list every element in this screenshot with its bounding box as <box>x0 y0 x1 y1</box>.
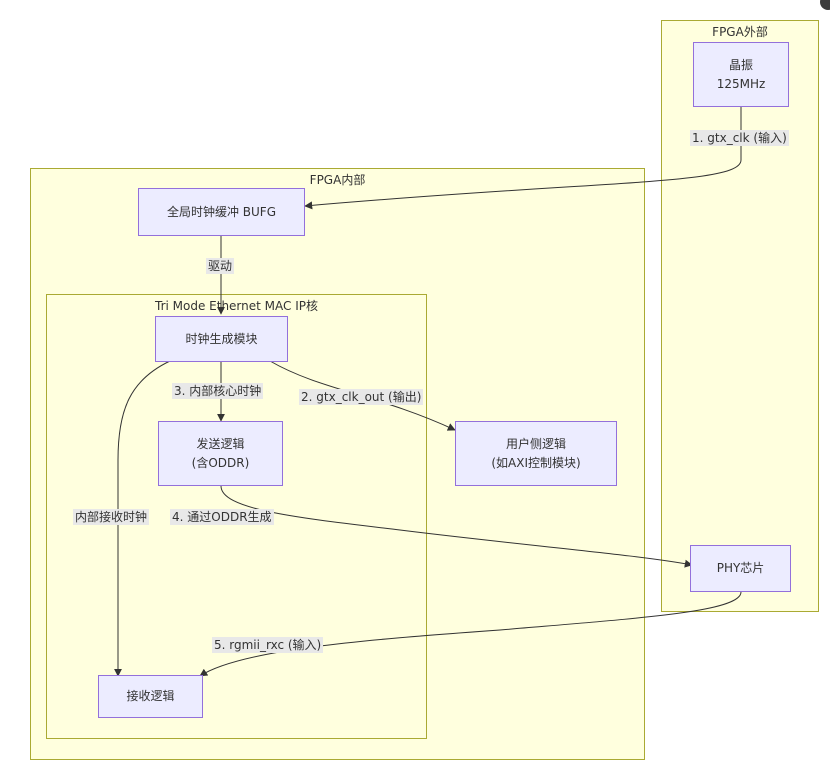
corner-badge <box>820 0 830 10</box>
crystal-oscillator-freq: 125MHz <box>716 76 766 91</box>
cluster-title-fpga-external: FPGA外部 <box>712 25 768 39</box>
cluster-fpga-external: FPGA外部 <box>661 20 819 612</box>
cluster-title-fpga-internal: FPGA内部 <box>309 173 366 187</box>
rx-logic-label: 接收逻辑 <box>126 689 175 703</box>
edge-label-drive: 驱动 <box>206 258 235 274</box>
tx-logic-label: 发送逻辑 <box>196 436 245 451</box>
edge-label-gtx-clk-out: 2. gtx_clk_out (输出) <box>299 389 424 405</box>
bufg-label: 全局时钟缓冲 BUFG <box>166 204 277 219</box>
edge-rgmii-rxc <box>199 591 742 677</box>
edge-label-gtx-clk: 1. gtx_clk (输入) <box>690 130 789 146</box>
edge-label-core-clk: 3. 内部核心时钟 <box>172 383 264 399</box>
edge-oddr <box>220 485 693 568</box>
clock-gen-label: 时钟生成模块 <box>185 331 258 346</box>
user-logic-sub: (如AXI控制模块) <box>491 455 581 470</box>
crystal-oscillator-node: 晶振 125MHz <box>693 42 789 107</box>
phy-chip-label: PHY芯片 <box>716 561 765 575</box>
rx-logic-node: 接收逻辑 <box>98 675 203 718</box>
edge-label-rx-internal: 内部接收时钟 <box>73 509 150 525</box>
cluster-title-mac-ip: Tri Mode Ethernet MAC IP核 <box>155 299 318 313</box>
crystal-oscillator-label: 晶振 <box>728 57 753 72</box>
clock-gen-node: 时钟生成模块 <box>155 316 288 362</box>
edge-label-oddr: 4. 通过ODDR生成 <box>170 509 274 525</box>
bufg-node: 全局时钟缓冲 BUFG <box>138 188 305 236</box>
tx-logic-sub: (含ODDR) <box>191 455 250 470</box>
phy-chip-node: PHY芯片 <box>690 545 791 592</box>
tx-logic-node: 发送逻辑 (含ODDR) <box>158 421 283 486</box>
edge-label-rgmii-rxc: 5. rgmii_rxc (输入) <box>212 637 324 653</box>
user-logic-label: 用户侧逻辑 <box>505 436 566 451</box>
edge-rx-internal <box>114 360 171 677</box>
edge-gtx-clk <box>304 107 742 210</box>
user-logic-node: 用户侧逻辑 (如AXI控制模块) <box>455 421 617 486</box>
